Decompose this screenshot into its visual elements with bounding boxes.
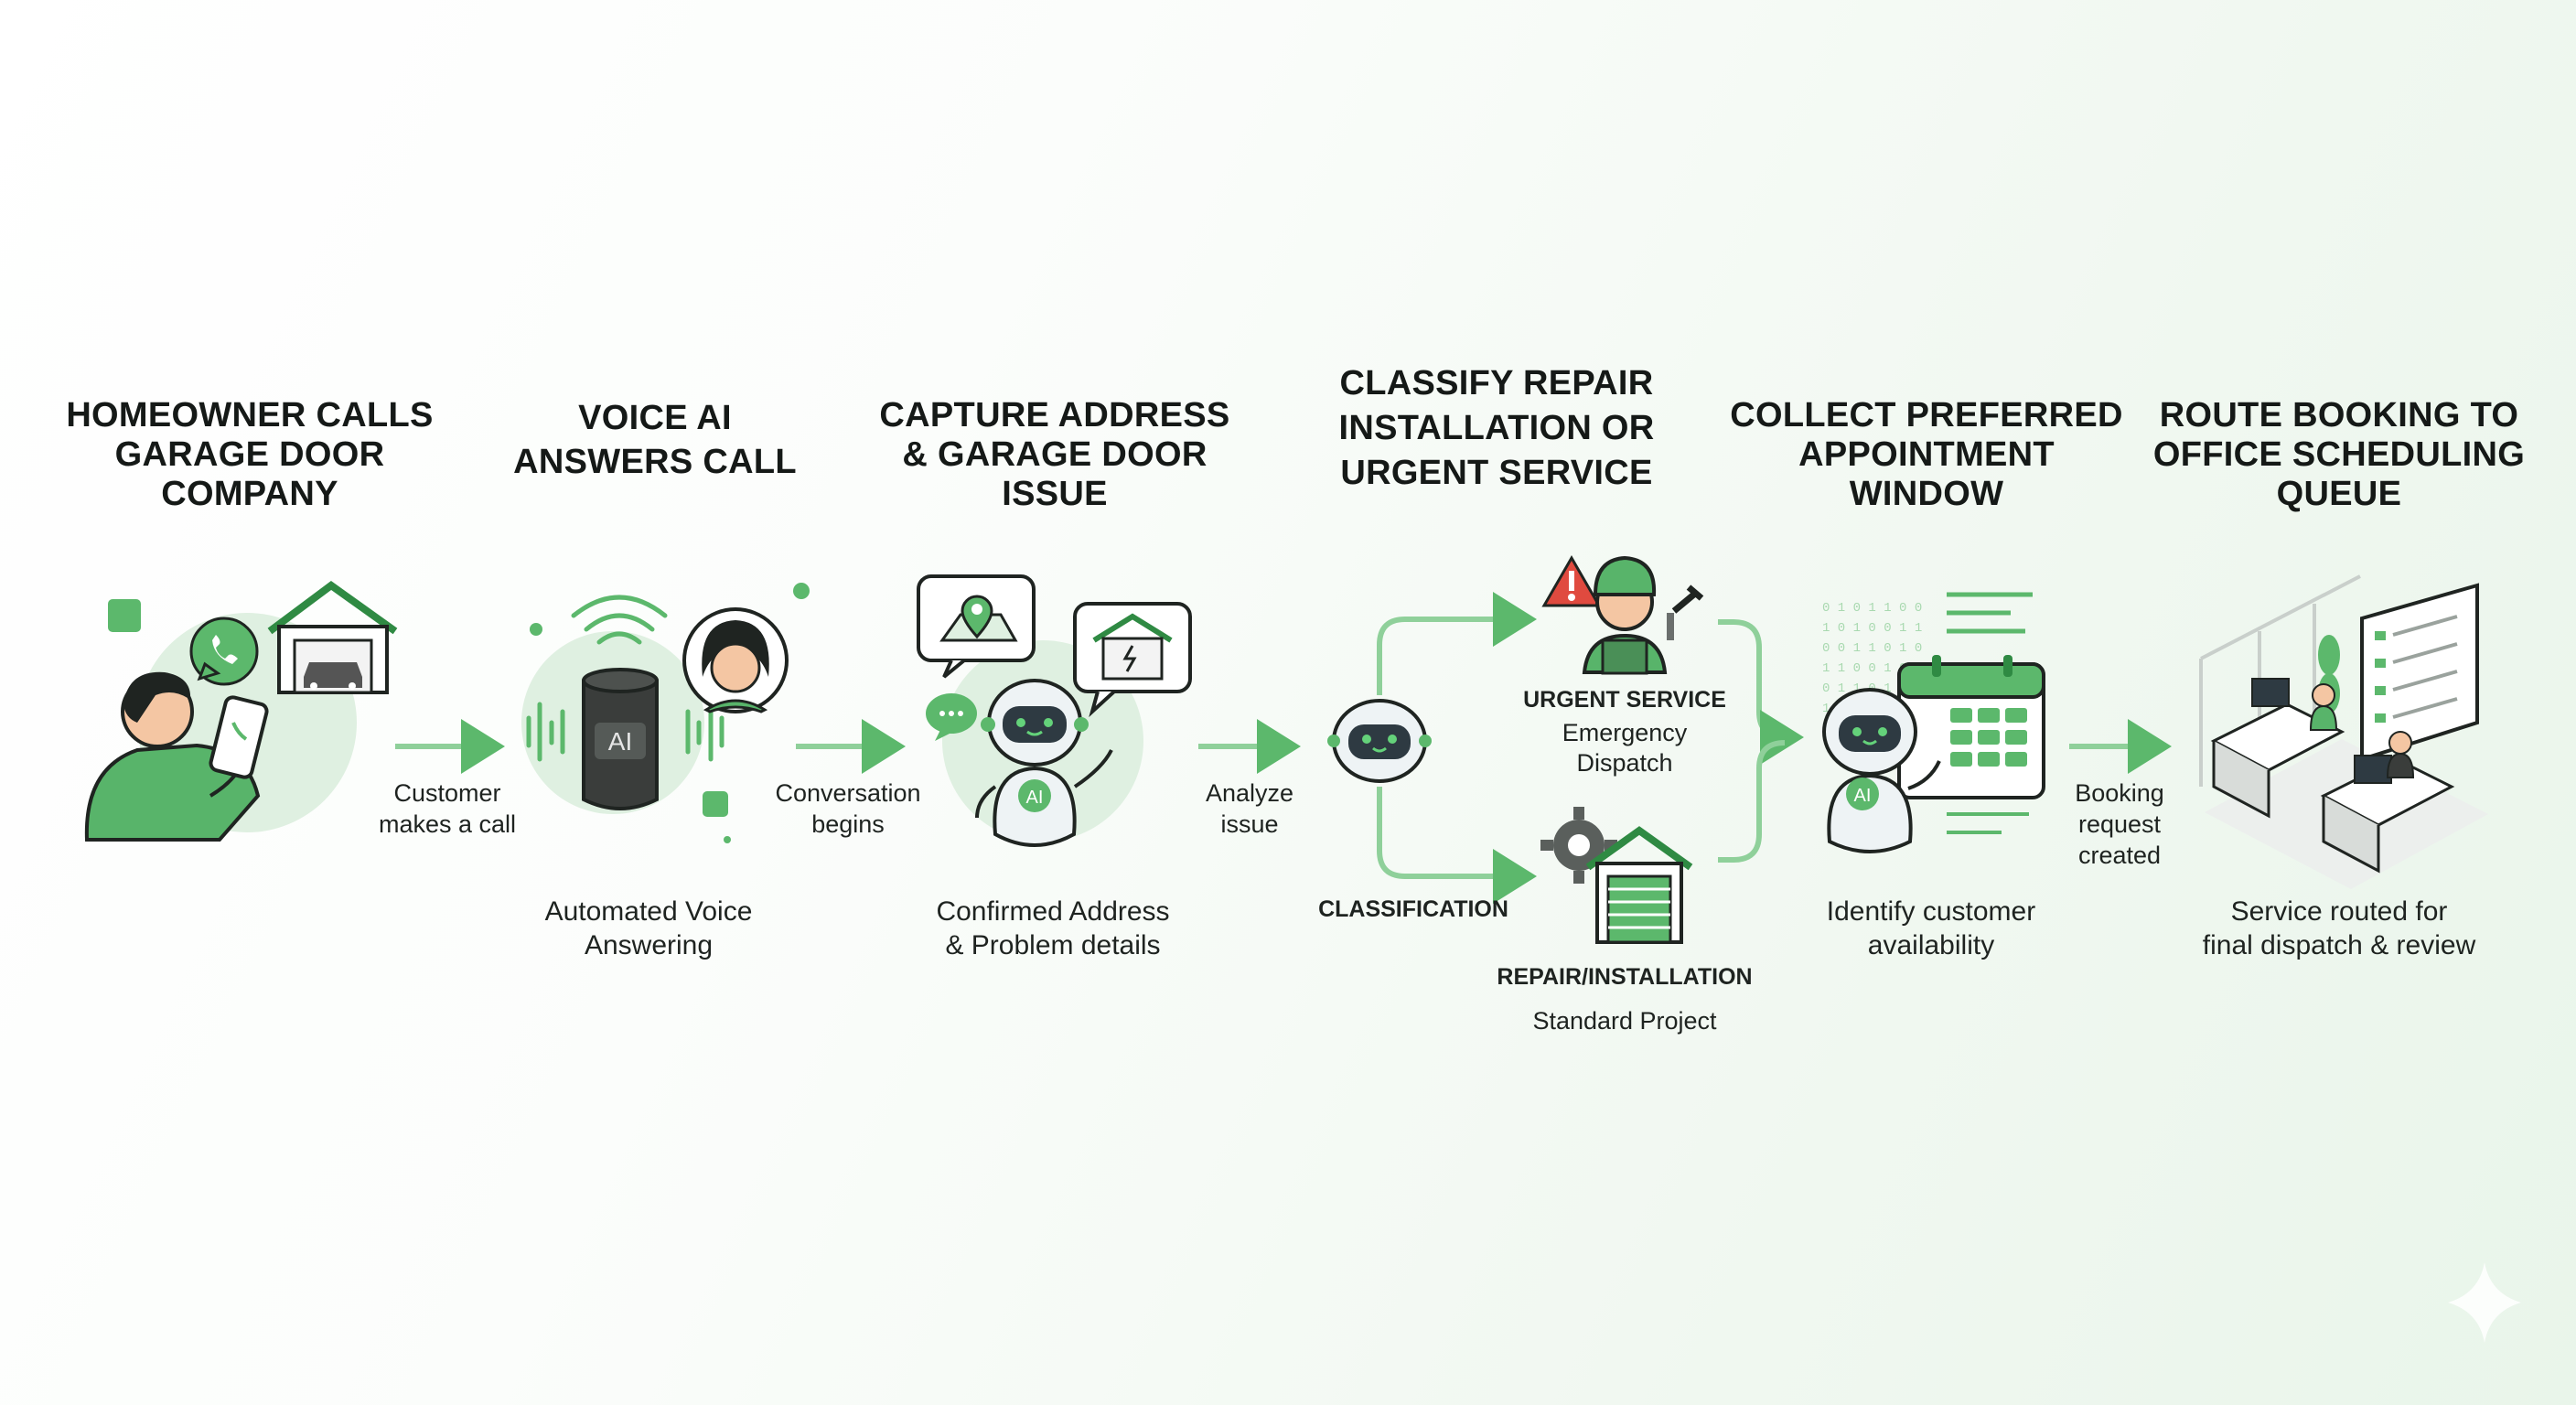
warning-icon bbox=[1541, 554, 1602, 607]
repair-installation-detail: Standard Project bbox=[1532, 1007, 1717, 1035]
sparkle-icon bbox=[2448, 1262, 2521, 1343]
whatsapp-icon bbox=[189, 617, 259, 686]
svg-text:0 0 1 1 0 1 0: 0 0 1 1 0 1 0 bbox=[1822, 641, 1922, 656]
map-pin-icon bbox=[917, 574, 1036, 679]
repair-installation-label: REPAIR/INSTALLATION bbox=[1497, 964, 1753, 990]
robot-icon-step3: AI bbox=[917, 574, 1192, 847]
garage-bubble-icon bbox=[1073, 602, 1192, 718]
svg-text:0 1 0 1 1 0 0: 0 1 0 1 1 0 0 bbox=[1822, 601, 1922, 616]
sound-wave-icon bbox=[526, 595, 724, 762]
worker-icon bbox=[1582, 555, 1704, 675]
garage-icon bbox=[267, 581, 398, 694]
svg-text:1 0 1 0 0 1 1: 1 0 1 0 0 1 1 bbox=[1822, 621, 1922, 636]
calendar-icon bbox=[1897, 655, 2045, 799]
office-desk-icon bbox=[2199, 574, 2488, 889]
robot-ai-label: AI bbox=[1026, 788, 1044, 808]
urgent-service-label: URGENT SERVICE bbox=[1523, 687, 1726, 713]
speaker-ai-label: AI bbox=[608, 727, 632, 756]
robot-icon-step4 bbox=[1327, 699, 1432, 783]
chat-bubble-icon bbox=[926, 693, 977, 741]
branch-lines bbox=[1377, 592, 1804, 904]
step-3-caption: Confirmed Address& Problem details bbox=[936, 896, 1170, 960]
woman-avatar-icon bbox=[682, 607, 789, 713]
gear-icon bbox=[1540, 807, 1617, 884]
smart-speaker-icon: AI bbox=[521, 583, 810, 843]
classification-label: CLASSIFICATION bbox=[1318, 896, 1508, 922]
svg-text:1 1 0 0 1 0 1: 1 1 0 0 1 0 1 bbox=[1822, 661, 1922, 676]
robot-ai-label-2: AI bbox=[1854, 786, 1872, 806]
robot-icon-step5: AI bbox=[1822, 688, 1941, 853]
garage-icon-repair bbox=[1585, 826, 1693, 944]
